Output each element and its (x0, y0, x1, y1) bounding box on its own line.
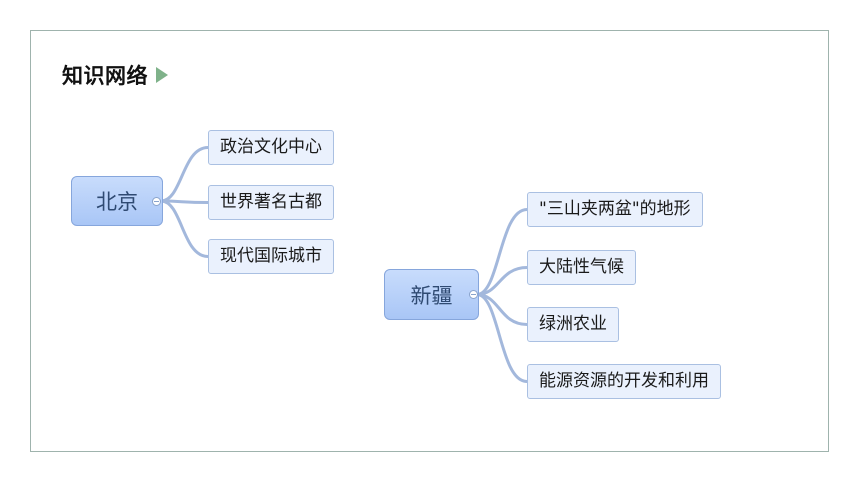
collapse-minus-icon[interactable] (152, 197, 161, 206)
subtopic-node[interactable]: 绿洲农业 (527, 307, 619, 342)
subtopic-label: 能源资源的开发和利用 (539, 371, 709, 391)
subtopic-label: 政治文化中心 (220, 137, 322, 157)
topic-xinjiang[interactable]: 新疆 (384, 269, 479, 320)
mindmap-link (475, 293, 529, 383)
subtopic-node[interactable]: 现代国际城市 (208, 239, 334, 274)
collapse-minus-icon[interactable] (469, 290, 478, 299)
subtopic-label: "三山夹两盆"的地形 (539, 199, 691, 219)
subtopic-node[interactable]: "三山夹两盆"的地形 (527, 192, 703, 227)
subtopic-label: 大陆性气候 (539, 257, 624, 277)
subtopic-node[interactable]: 政治文化中心 (208, 130, 334, 165)
play-triangle-icon (156, 67, 168, 83)
subtopic-label: 现代国际城市 (220, 246, 322, 266)
subtopic-label: 绿洲农业 (539, 314, 607, 334)
mindmap-link (475, 208, 529, 296)
subtopic-node[interactable]: 大陆性气候 (527, 250, 636, 285)
topic-label: 新疆 (410, 283, 453, 308)
mindmap-link (159, 146, 210, 203)
title-row: 知识网络 (62, 60, 168, 90)
subtopic-label: 世界著名古都 (220, 192, 322, 212)
page-title: 知识网络 (62, 64, 148, 88)
subtopic-node[interactable]: 世界著名古都 (208, 185, 334, 220)
topic-beijing[interactable]: 北京 (71, 176, 163, 226)
topic-label: 北京 (96, 190, 138, 214)
mindmap-link (159, 199, 210, 258)
subtopic-node[interactable]: 能源资源的开发和利用 (527, 364, 721, 399)
